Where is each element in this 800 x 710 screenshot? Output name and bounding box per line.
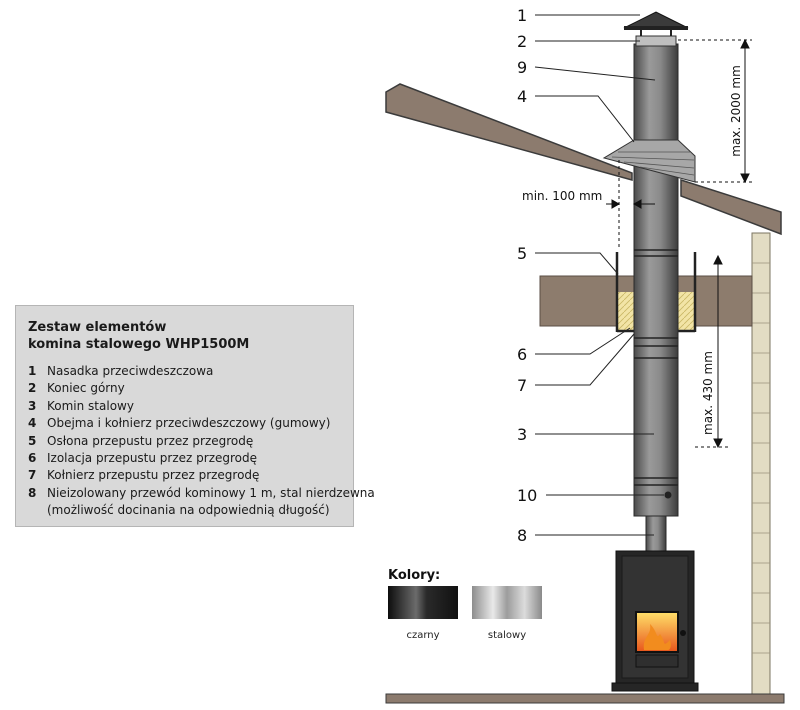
legend-item: 4 Obejma i kołnierz przeciwdeszczowy (gum… <box>28 415 375 432</box>
legend-item: 7 Kołnierz przepustu przez przegrodę <box>28 467 375 484</box>
dimension-max-ceiling <box>695 254 730 449</box>
legend-item-number: 1 <box>28 364 37 378</box>
callout-8: 8 <box>517 526 527 545</box>
callout-3: 3 <box>517 425 527 444</box>
legend-item-number: 3 <box>28 398 37 413</box>
legend-item-text: Kołnierz przepustu przez przegrodę <box>47 468 260 483</box>
floor <box>385 693 785 704</box>
legend-item: 8 Nieizolowany przewód kominowy 1 m, stal… <box>28 485 375 520</box>
callout-4: 4 <box>517 87 527 106</box>
legend-title-line2: komina stalowego WHP1500M <box>28 337 250 352</box>
callout-9: 9 <box>517 58 527 77</box>
legend-title: Zestaw elementów komina stalowego WHP150… <box>28 319 249 353</box>
legend-item-text: Koniec górny <box>47 381 125 396</box>
legend-item-text: Komin stalowy <box>47 398 134 413</box>
legend-item: 3 Komin stalowy <box>28 398 375 415</box>
callout-6: 6 <box>517 345 527 364</box>
swatch-steel-label: stalowy <box>488 630 526 641</box>
legend-item-number: 6 <box>28 451 37 466</box>
legend-item: 1 Nasadka przeciwdeszczowa <box>28 363 375 380</box>
legend-item: 6 Izolacja przepustu przez przegrodę <box>28 450 375 467</box>
legend-item-number: 7 <box>28 468 37 483</box>
swatch-black <box>388 586 458 619</box>
leader-lines <box>534 14 664 536</box>
legend-title-line1: Zestaw elementów <box>28 320 167 335</box>
legend-item-number: 5 <box>28 433 37 448</box>
legend-item-number: 2 <box>28 381 37 396</box>
legend-item-text: Nieizolowany przewód kominowy 1 m, stal … <box>47 485 375 518</box>
legend-item: 2 Koniec górny <box>28 380 375 397</box>
chimney-pipe <box>633 43 679 517</box>
legend-item-text: Osłona przepustu przez przegrodę <box>47 433 254 448</box>
dimension-max-top <box>678 38 752 184</box>
callout-5: 5 <box>517 244 527 263</box>
colors-title: Kolory: <box>388 568 440 583</box>
dimension-min-gap <box>606 160 655 250</box>
dimension-max-ceiling-label: max. 430 mm <box>701 351 715 435</box>
dimension-min-gap-label: min. 100 mm <box>522 189 602 203</box>
swatch-steel <box>472 586 542 619</box>
legend-item-text: Izolacja przepustu przez przegrodę <box>47 451 258 466</box>
ceiling-passage <box>615 252 697 333</box>
side-wall <box>751 232 771 696</box>
roof <box>385 83 782 236</box>
flue-pipe <box>645 515 667 553</box>
legend-item-text: Nasadka przeciwdeszczowa <box>47 364 214 378</box>
legend-item-text: Obejma i kołnierz przeciwdeszczowy (gumo… <box>47 416 331 431</box>
legend-item: 5 Osłona przepustu przez przegrodę <box>28 433 375 450</box>
callout-10: 10 <box>517 486 537 505</box>
callout-1: 1 <box>517 6 527 25</box>
legend-item-number: 8 <box>28 485 37 500</box>
dimension-max-top-label: max. 2000 mm <box>729 65 743 157</box>
legend-item-number: 4 <box>28 416 37 431</box>
legend-panel: Zestaw elementów komina stalowego WHP150… <box>15 305 375 527</box>
callout-2: 2 <box>517 32 527 51</box>
callout-7: 7 <box>517 376 527 395</box>
stove <box>611 550 699 692</box>
swatch-black-label: czarny <box>406 630 439 641</box>
